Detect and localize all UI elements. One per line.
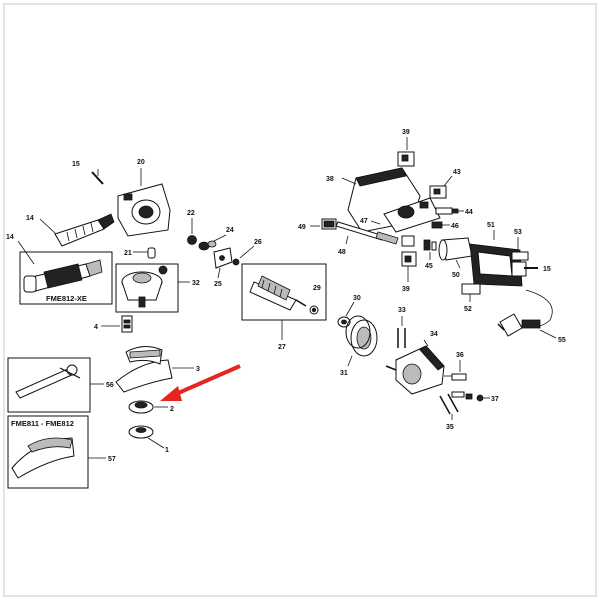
label-52: 52 — [464, 306, 472, 313]
part-55-power-cord — [497, 289, 553, 337]
part-35-screws — [439, 393, 459, 415]
part-4-lock-button — [121, 315, 133, 333]
part-15-screw — [91, 169, 104, 185]
part-50-cable-sleeve — [438, 237, 473, 261]
part-2-inner-flange — [128, 400, 154, 414]
part-33-screws — [397, 328, 406, 348]
part-20-gear-housing — [117, 168, 171, 237]
part-53-label-plate — [511, 251, 529, 261]
label-26: 26 — [254, 239, 262, 246]
box-caption-fme812xe: FME812-XE — [46, 294, 87, 303]
page-frame — [3, 3, 597, 597]
label-14a: 14 — [26, 215, 34, 222]
label-29: 29 — [313, 285, 321, 292]
label-33: 33 — [398, 307, 406, 314]
part-51-rear-handle — [469, 243, 527, 287]
label-20: 20 — [137, 159, 145, 166]
label-51: 51 — [487, 222, 495, 229]
part-49-slide-switch — [321, 218, 337, 230]
part-26-screw — [232, 258, 240, 266]
label-24: 24 — [226, 227, 234, 234]
part-43-switch-cover — [429, 185, 447, 199]
part-32-spindle-assembly — [121, 265, 168, 308]
part-56-spanner — [15, 364, 81, 399]
label-15b: 15 — [543, 266, 551, 273]
label-25: 25 — [214, 281, 222, 288]
label-3: 3 — [196, 366, 200, 373]
part-1-outer-flange — [128, 425, 154, 439]
part-46-brush — [431, 221, 443, 229]
box-fme811-fme812 — [7, 415, 89, 489]
part-39-switch-top — [397, 151, 415, 167]
part-44-brush — [435, 207, 459, 215]
label-39a: 39 — [402, 129, 410, 136]
label-56: 56 — [106, 382, 114, 389]
part-52-label — [461, 283, 481, 295]
label-30: 30 — [353, 295, 361, 302]
label-50: 50 — [452, 272, 460, 279]
part-34-stator — [385, 345, 445, 395]
part-22-nut — [187, 235, 197, 245]
label-53: 53 — [514, 229, 522, 236]
label-48: 48 — [338, 249, 346, 256]
part-48-switch-rod — [335, 221, 399, 245]
box-caption-fme811-fme812: FME811 - FME812 — [11, 419, 74, 428]
label-46: 46 — [451, 223, 459, 230]
part-57-guard-alt — [11, 437, 75, 479]
part-14-side-handle — [39, 213, 115, 247]
part-25-bracket — [213, 247, 233, 269]
label-37: 37 — [491, 396, 499, 403]
part-21-pin — [147, 247, 156, 259]
box-part-56 — [7, 357, 91, 413]
part-45-clamp — [423, 239, 437, 251]
part-27-armature — [249, 275, 307, 311]
label-35: 35 — [446, 424, 454, 431]
label-57: 57 — [108, 456, 116, 463]
part-14-handle-fme812xe — [23, 259, 103, 293]
label-39b: 39 — [402, 286, 410, 293]
label-43: 43 — [453, 169, 461, 176]
label-32: 32 — [192, 280, 200, 287]
label-38: 38 — [326, 176, 334, 183]
part-37-brushes — [451, 391, 484, 402]
label-2: 2 — [170, 406, 174, 413]
label-14b: 14 — [6, 234, 14, 241]
highlight-arrow — [160, 364, 241, 401]
box-part-27 — [241, 263, 327, 321]
box-part-32 — [115, 263, 179, 313]
part-29-bearing — [309, 305, 319, 315]
label-22: 22 — [187, 210, 195, 217]
part-3-guard — [115, 346, 173, 393]
part-36-brush-holder — [444, 373, 467, 381]
label-31: 31 — [340, 370, 348, 377]
part-38-motor-housing — [347, 167, 441, 233]
label-27: 27 — [278, 344, 286, 351]
label-55: 55 — [558, 337, 566, 344]
part-39-switch-bottom — [401, 235, 417, 267]
part-31-housing-ring — [345, 315, 378, 357]
label-15a: 15 — [72, 161, 80, 168]
label-44: 44 — [465, 209, 473, 216]
label-34: 34 — [430, 331, 438, 338]
label-49: 49 — [298, 224, 306, 231]
label-45: 45 — [425, 263, 433, 270]
part-24-washer — [198, 240, 217, 251]
label-36: 36 — [456, 352, 464, 359]
label-21: 21 — [124, 250, 132, 257]
label-4: 4 — [94, 324, 98, 331]
box-fme812-xe — [19, 251, 113, 305]
label-47: 47 — [360, 218, 368, 225]
label-1: 1 — [165, 447, 169, 454]
